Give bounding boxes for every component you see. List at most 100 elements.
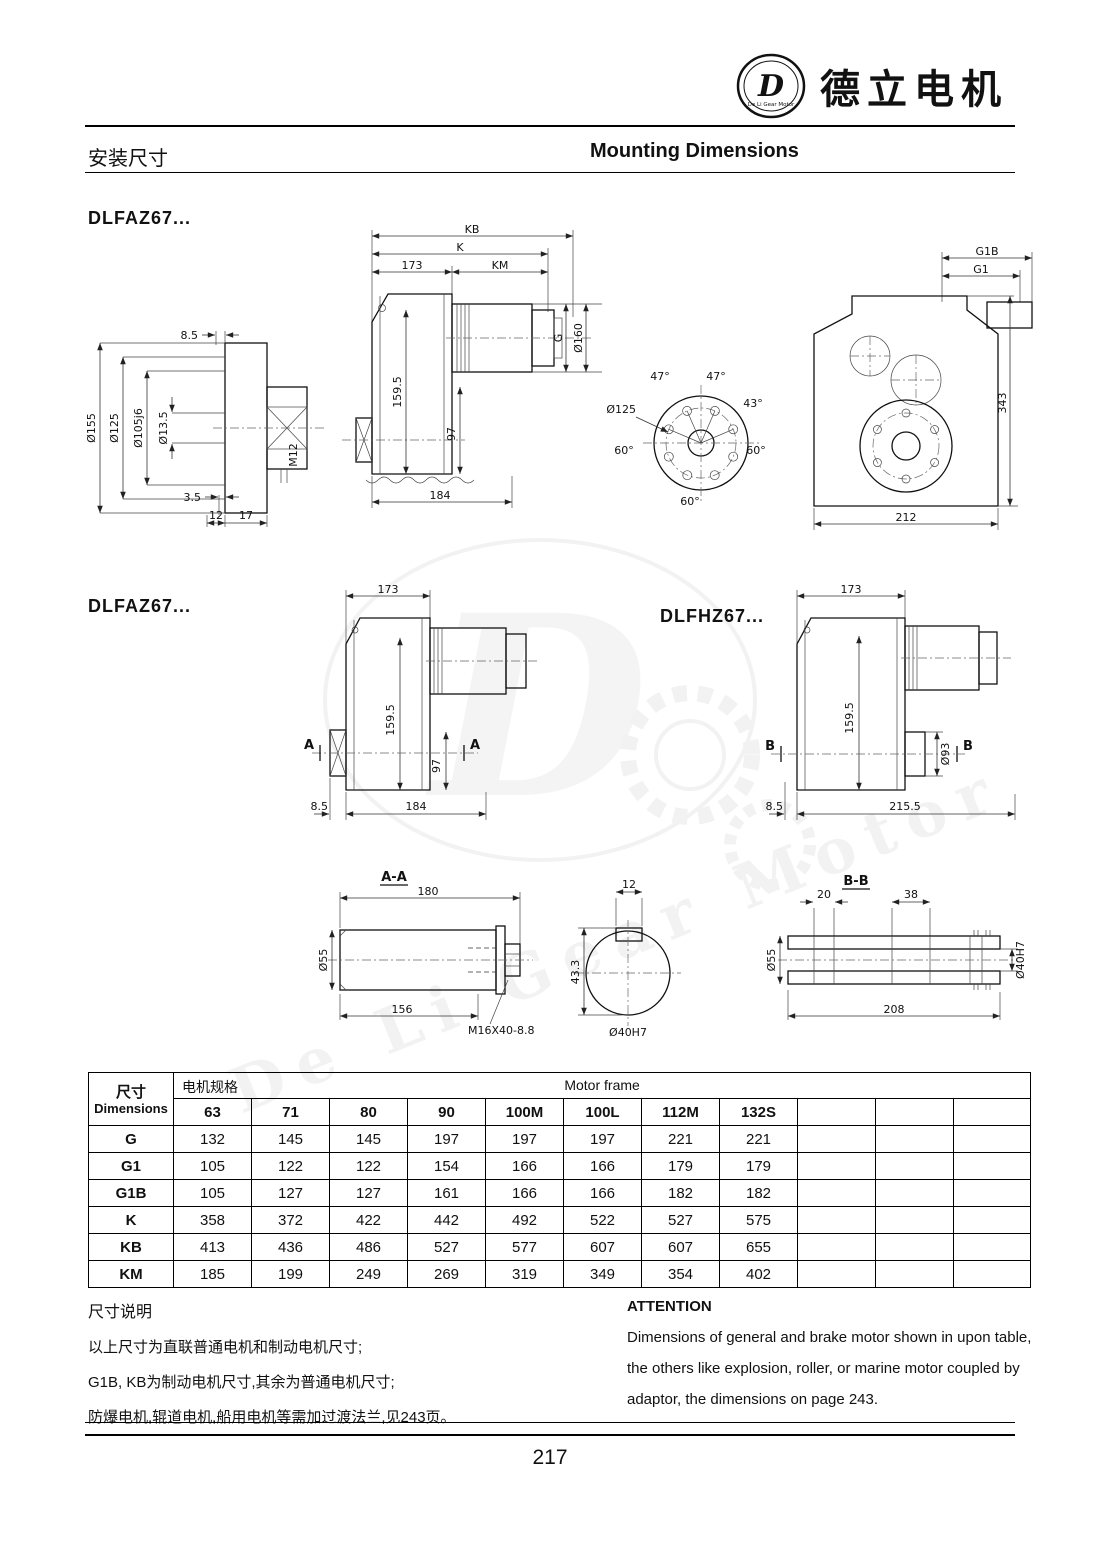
dim-label: 159.5 bbox=[843, 702, 856, 734]
table-cell: 197 bbox=[407, 1125, 486, 1153]
section-letter: B bbox=[765, 739, 775, 754]
dim-label: 8.5 bbox=[766, 800, 784, 813]
dim-label: 60° bbox=[680, 495, 700, 508]
dim-label: G1B bbox=[975, 245, 998, 258]
drawing-section-bb: B-B 20 38 Ø55 Ø40H7 208 bbox=[765, 874, 1027, 1020]
column-header: 71 bbox=[251, 1098, 330, 1126]
table-cell: 166 bbox=[485, 1152, 564, 1180]
table-cell-empty bbox=[797, 1206, 876, 1234]
column-header: 132S bbox=[719, 1098, 798, 1126]
output-flange-circle bbox=[859, 399, 953, 493]
table-cell: 122 bbox=[329, 1152, 408, 1180]
dim-label: 156 bbox=[392, 1003, 413, 1016]
dim-label: 184 bbox=[406, 800, 427, 813]
table-cell: 166 bbox=[563, 1152, 642, 1180]
brand-logo-icon: D De Li Gear Motor bbox=[736, 53, 806, 119]
column-header: 112M bbox=[641, 1098, 720, 1126]
notes-cn: 尺寸说明 以上尺寸为直联普通电机和制动电机尺寸; G1B, KB为制动电机尺寸,… bbox=[88, 1298, 593, 1441]
notes-cn-line: 防爆电机,辊道电机,船用电机等需加过渡法兰,见243页。 bbox=[88, 1409, 456, 1426]
table-cell: 249 bbox=[329, 1260, 408, 1288]
table-cell: 422 bbox=[329, 1206, 408, 1234]
column-header-empty bbox=[875, 1098, 954, 1126]
dim-label: Ø40H7 bbox=[1014, 941, 1027, 979]
table-cell: 354 bbox=[641, 1260, 720, 1288]
table-cell: 527 bbox=[641, 1206, 720, 1234]
page-number: 217 bbox=[532, 1446, 568, 1469]
footer-rule-bottom bbox=[85, 1434, 1015, 1436]
dim-label: 8.5 bbox=[311, 800, 329, 813]
table-cell-empty bbox=[952, 1125, 1032, 1153]
table-cell-empty bbox=[875, 1206, 954, 1234]
table-cell: 522 bbox=[563, 1206, 642, 1234]
watermark-letter: D bbox=[426, 560, 649, 854]
footer-rule-top bbox=[85, 1422, 1015, 1423]
table-cell-empty bbox=[797, 1233, 876, 1261]
watermark-gear2-icon bbox=[724, 799, 816, 891]
table-cell: 199 bbox=[251, 1260, 330, 1288]
table-cell: 179 bbox=[719, 1152, 798, 1180]
table-cell-empty bbox=[797, 1125, 876, 1153]
table-cell: 486 bbox=[329, 1233, 408, 1261]
notes-cn-line: G1B, KB为制动电机尺寸,其余为普通电机尺寸; bbox=[88, 1374, 395, 1391]
logo-letter: D bbox=[757, 69, 784, 104]
dim-label: M12 bbox=[287, 443, 300, 467]
dim-label: Ø125 bbox=[108, 413, 121, 443]
table-cell: 655 bbox=[719, 1233, 798, 1261]
dim-label: 173 bbox=[402, 259, 423, 272]
column-header: 100M bbox=[485, 1098, 564, 1126]
table-row: KM 185 199 249 269 319 349 354 402 bbox=[88, 1260, 1032, 1288]
header-rule bbox=[85, 125, 1015, 127]
model-label-2: DLFAZ67... bbox=[88, 596, 192, 616]
dim-label: Ø13.5 bbox=[157, 411, 170, 444]
table-cell-empty bbox=[875, 1179, 954, 1207]
table-header-row-spec: 尺寸 Dimensions 电机规格 Motor frame bbox=[88, 1072, 1032, 1126]
dim-label: G1 bbox=[973, 263, 989, 276]
table-row: KB 413 436 486 527 577 607 607 655 bbox=[88, 1233, 1032, 1261]
section-letter: A bbox=[304, 738, 314, 753]
table-cell-empty bbox=[952, 1260, 1032, 1288]
table-cell: 575 bbox=[719, 1206, 798, 1234]
column-header: 63 bbox=[173, 1098, 252, 1126]
row-label: G bbox=[88, 1125, 174, 1153]
table-header-row-frames: 63 71 80 90 100M 100L 112M 132S bbox=[89, 1098, 1032, 1126]
table-cell: 221 bbox=[641, 1125, 720, 1153]
dim-label: K bbox=[456, 241, 464, 254]
dim-label: 12 bbox=[209, 509, 223, 522]
notes-en-title: ATTENTION bbox=[627, 1298, 712, 1315]
table-cell: 197 bbox=[485, 1125, 564, 1153]
dim-label: 3.5 bbox=[184, 491, 202, 504]
dim-label: 47° bbox=[650, 370, 670, 383]
input-shaft-stub bbox=[986, 301, 1033, 329]
logo-subtext: De Li Gear Motor bbox=[748, 102, 795, 108]
table-cell: 154 bbox=[407, 1152, 486, 1180]
rear-housing bbox=[813, 295, 999, 507]
model-label-1: DLFAZ67... bbox=[88, 208, 192, 228]
notes-cn-line: 以上尺寸为直联普通电机和制动电机尺寸; bbox=[88, 1339, 363, 1356]
motor-frame-en-label: Motor frame bbox=[564, 1077, 640, 1093]
notes-en-line: Dimensions of general and brake motor sh… bbox=[627, 1329, 1032, 1346]
dim-label: 17 bbox=[239, 509, 253, 522]
dim-label: 343 bbox=[996, 393, 1009, 414]
gearbox-housing bbox=[796, 617, 906, 791]
model-label-3: DLFHZ67... bbox=[660, 606, 765, 626]
notes-en: ATTENTION Dimensions of general and brak… bbox=[627, 1298, 1037, 1422]
drawing-flange-section-view: Ø155 Ø125 Ø105j6 Ø13.5 8.5 M12 3.5 12 17 bbox=[85, 329, 325, 527]
table-cell: 166 bbox=[563, 1179, 642, 1207]
table-row: G1 105 122 122 154 166 166 179 179 bbox=[88, 1152, 1032, 1180]
dim-label: G bbox=[552, 334, 565, 343]
dim-label: Ø55 bbox=[765, 949, 778, 972]
dim-label: 208 bbox=[884, 1003, 905, 1016]
table-cell: 607 bbox=[563, 1233, 642, 1261]
table-cell: 269 bbox=[407, 1260, 486, 1288]
dim-label: 180 bbox=[418, 885, 439, 898]
motor-frame-header: 电机规格 Motor frame bbox=[172, 1072, 1032, 1099]
dim-label: Ø155 bbox=[85, 413, 98, 443]
table-cell-empty bbox=[952, 1206, 1032, 1234]
notes-en-line: adaptor, the dimensions on page 243. bbox=[627, 1391, 879, 1408]
table-cell: 349 bbox=[563, 1260, 642, 1288]
dim-label: Ø125 bbox=[606, 403, 636, 416]
table-cell-empty bbox=[875, 1233, 954, 1261]
dim-label: 60° bbox=[746, 444, 766, 457]
motor-spec-cn-label: 电机规格 bbox=[182, 1079, 238, 1095]
table-cell: 127 bbox=[251, 1179, 330, 1207]
